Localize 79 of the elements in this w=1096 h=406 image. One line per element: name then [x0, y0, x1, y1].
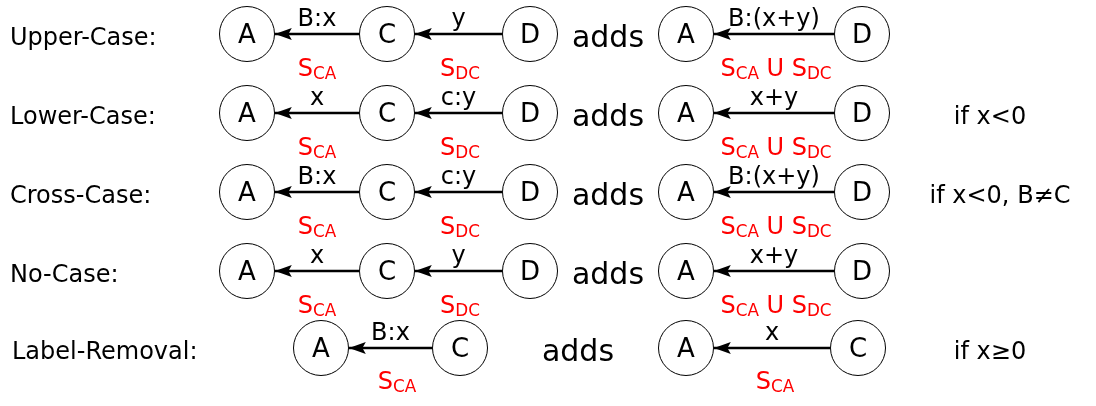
state-circle: A	[658, 320, 714, 376]
state-circle: C	[359, 243, 415, 299]
rule-name: Cross-Case:	[10, 183, 152, 207]
rule-name: No-Case:	[10, 262, 119, 286]
arrow	[415, 107, 502, 119]
set-label: S$_{CA}$ U S$_{DC}$	[720, 56, 832, 80]
edge-label: B:x	[297, 164, 337, 188]
set-label: S$_{CA}$	[755, 369, 795, 393]
set-label: S$_{DC}$	[440, 135, 480, 159]
set-label: S$_{CA}$	[297, 293, 337, 317]
state-circle: C	[830, 320, 886, 376]
arrow	[714, 107, 834, 119]
adds-text: adds	[571, 101, 645, 131]
state-circle: D	[502, 243, 558, 299]
edge-label: x	[309, 85, 325, 109]
arrow	[714, 265, 834, 277]
set-label: S$_{CA}$	[297, 56, 337, 80]
state-circle: C	[432, 320, 488, 376]
state-circle: C	[359, 85, 415, 141]
state-circle: D	[834, 164, 890, 220]
state-circle: A	[658, 243, 714, 299]
set-label: S$_{CA}$	[377, 369, 417, 393]
edge-label: B:x	[371, 320, 410, 344]
edge-label: x	[309, 243, 325, 267]
set-label: S$_{DC}$	[440, 214, 480, 238]
state-circle: D	[834, 243, 890, 299]
arrow	[275, 186, 359, 198]
adds-text: adds	[571, 259, 645, 289]
arrow	[415, 186, 502, 198]
edge-label: x+y	[749, 85, 799, 109]
arrow	[415, 28, 502, 40]
set-label: S$_{CA}$ U S$_{DC}$	[720, 135, 832, 159]
edge-label: c:y	[440, 85, 477, 109]
edge-label: y	[451, 243, 466, 267]
adds-text: adds	[541, 336, 615, 366]
arrow	[714, 28, 834, 40]
condition-text: if x<0, B≠C	[929, 183, 1071, 207]
state-circle: A	[658, 164, 714, 220]
arrow	[714, 186, 834, 198]
set-label: S$_{CA}$	[297, 214, 337, 238]
state-circle: D	[834, 6, 890, 62]
state-circle: A	[219, 164, 275, 220]
edge-label: B:(x+y)	[728, 6, 820, 30]
set-label: S$_{CA}$ U S$_{DC}$	[720, 293, 832, 317]
state-circle: A	[658, 85, 714, 141]
state-circle: A	[219, 85, 275, 141]
arrow	[275, 28, 359, 40]
state-circle: A	[658, 6, 714, 62]
set-label: S$_{CA}$ U S$_{DC}$	[720, 214, 832, 238]
state-circle: D	[502, 6, 558, 62]
arrow	[415, 265, 502, 277]
set-label: S$_{DC}$	[440, 293, 480, 317]
arrow	[349, 342, 432, 354]
rule-name: Upper-Case:	[10, 25, 157, 49]
arrow	[714, 342, 830, 354]
edge-label: x	[764, 320, 780, 344]
edge-label: B:(x+y)	[728, 164, 820, 188]
state-circle: C	[359, 164, 415, 220]
edge-label: B:x	[297, 6, 337, 30]
state-circle: D	[834, 85, 890, 141]
set-label: S$_{DC}$	[440, 56, 480, 80]
edge-label: x+y	[749, 243, 799, 267]
arrow	[275, 107, 359, 119]
edge-label: c:y	[440, 164, 477, 188]
condition-text: if x≥0	[953, 339, 1027, 363]
adds-text: adds	[571, 180, 645, 210]
adds-text: adds	[571, 22, 645, 52]
edge-label: y	[451, 6, 466, 30]
state-circle: D	[502, 85, 558, 141]
arrow	[275, 265, 359, 277]
condition-text: if x<0	[953, 104, 1027, 128]
state-circle: A	[219, 6, 275, 62]
rule-name: Label-Removal:	[12, 339, 198, 363]
state-circle: D	[502, 164, 558, 220]
set-label: S$_{CA}$	[297, 135, 337, 159]
state-circle: C	[359, 6, 415, 62]
rule-name: Lower-Case:	[10, 104, 156, 128]
state-circle: A	[293, 320, 349, 376]
state-circle: A	[219, 243, 275, 299]
